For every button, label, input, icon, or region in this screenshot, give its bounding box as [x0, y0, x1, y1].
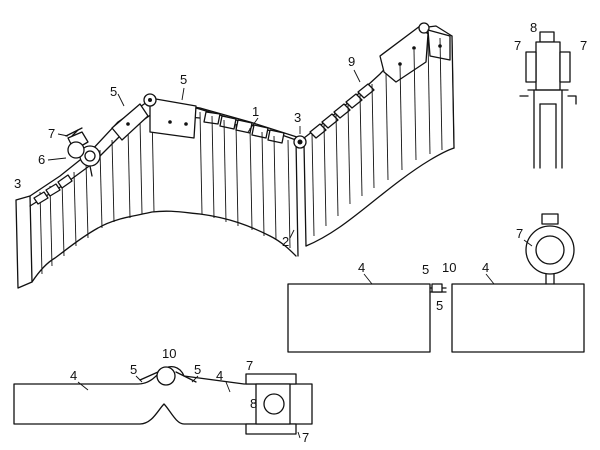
left-section-panels	[39, 111, 155, 275]
label-3-middle: 3	[294, 110, 301, 125]
label-5-side-bottom: 5	[436, 298, 443, 313]
bottom-edge-middle-section	[199, 213, 297, 257]
side-view: 4 5 10 4 5 7	[287, 213, 585, 353]
label-4-plan-right: 4	[216, 368, 223, 383]
label-3-left: 3	[14, 176, 21, 191]
section-block-left	[287, 283, 431, 353]
label-4-plan-left: 4	[70, 368, 77, 383]
top-view: 4 5 10 5 4 7 8 7	[13, 346, 313, 445]
barrier-perspective-view	[15, 22, 455, 289]
corner-post-2	[295, 139, 307, 257]
hinge-pin-right	[418, 22, 430, 34]
label-5-plan-right: 5	[194, 362, 201, 377]
barrier-labels: 3 5 5 1 3 9 7 6 2	[14, 54, 361, 249]
label-7-valve: 7	[48, 126, 55, 141]
label-7-plan-top: 7	[246, 358, 253, 373]
label-2: 2	[282, 234, 289, 249]
label-7-end-right: 7	[580, 38, 587, 53]
label-8-end: 8	[530, 20, 537, 35]
end-view: 8 7 7	[514, 20, 587, 169]
hinge-links-left	[33, 174, 73, 205]
bracket-plate-right	[379, 25, 429, 83]
label-10-side: 10	[442, 260, 456, 275]
label-4-side-right: 4	[482, 260, 489, 275]
label-5-a: 5	[110, 84, 117, 99]
label-5-b: 5	[180, 72, 187, 87]
label-4-side-left: 4	[358, 260, 365, 275]
hinge-links-right	[309, 83, 375, 139]
bracket-plate-5a	[111, 103, 149, 141]
label-6: 6	[38, 152, 45, 167]
middle-section-panels	[199, 111, 291, 249]
label-7-end-left: 7	[514, 38, 521, 53]
label-9: 9	[348, 54, 355, 69]
label-5-plan-left: 5	[130, 362, 137, 377]
section-block-right	[451, 283, 585, 353]
label-5-side: 5	[422, 262, 429, 277]
label-8-plan: 8	[250, 396, 257, 411]
label-7-pump: 7	[516, 226, 523, 241]
label-1: 1	[252, 104, 259, 119]
bottom-edge-left-section	[31, 210, 201, 283]
label-7-plan-bottom: 7	[302, 430, 309, 445]
hinge-links-middle	[203, 111, 285, 144]
hinge-10-plan	[156, 366, 176, 386]
label-10-plan: 10	[162, 346, 176, 361]
left-end-panel	[15, 195, 33, 289]
bottom-edge-right-section	[305, 147, 455, 247]
valve-assembly-6-7	[65, 127, 101, 177]
